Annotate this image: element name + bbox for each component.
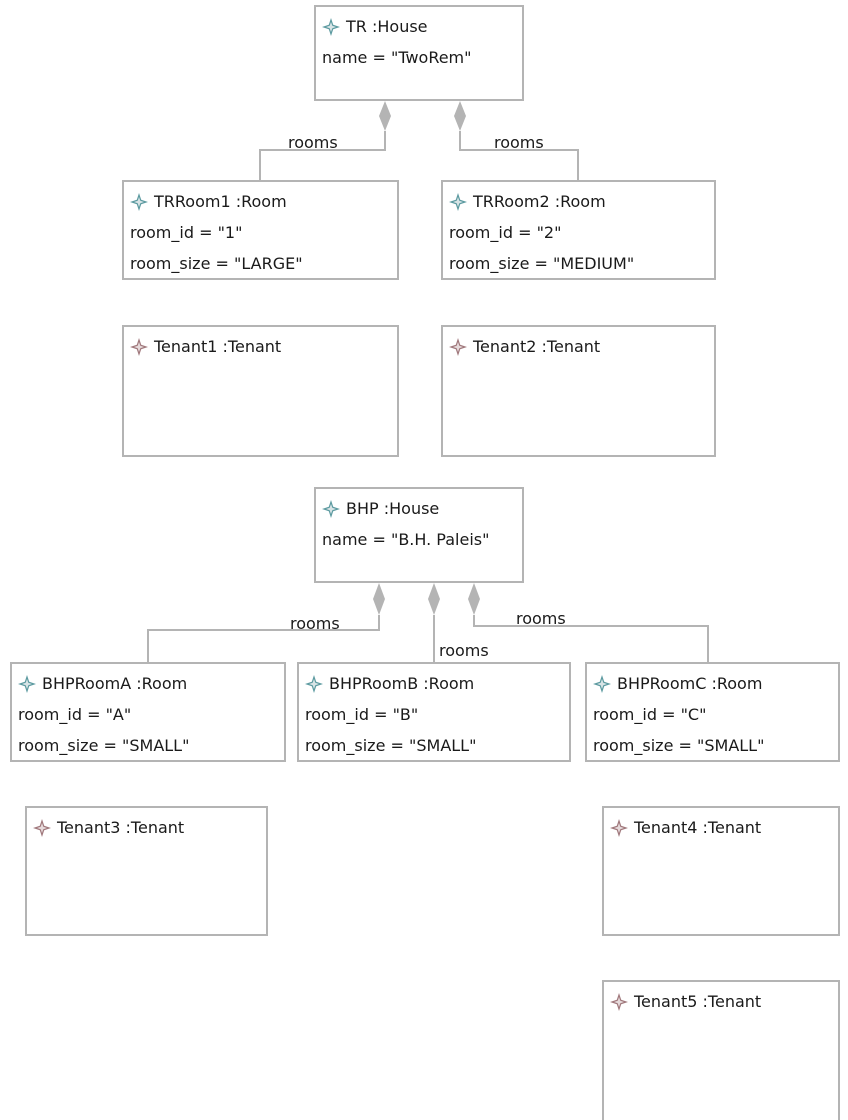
object-icon <box>610 992 628 1011</box>
object-box-trroom2[interactable]: TRRoom2 :Room room_id = "2" room_size = … <box>441 180 716 280</box>
object-box-tenant2[interactable]: Tenant2 :Tenant <box>441 325 716 457</box>
attribute-room-id: room_id = "B" <box>305 705 419 724</box>
object-box-bhproomC[interactable]: BHPRoomC :Room room_id = "C" room_size =… <box>585 662 840 762</box>
object-icon <box>18 674 36 693</box>
object-box-trroom1[interactable]: TRRoom1 :Room room_id = "1" room_size = … <box>122 180 399 280</box>
attribute-room-size: room_size = "MEDIUM" <box>449 254 635 273</box>
object-box-bhproomB[interactable]: BHPRoomB :Room room_id = "B" room_size =… <box>297 662 571 762</box>
composition-line-bhp-roomC <box>473 615 709 662</box>
object-title: TRRoom2 :Room <box>473 192 606 211</box>
attribute-room-id: room_id = "C" <box>593 705 707 724</box>
association-label-tr-room2: rooms <box>494 133 544 152</box>
object-title: BHPRoomA :Room <box>42 674 188 693</box>
object-icon <box>130 192 148 211</box>
attribute-room-size: room_size = "SMALL" <box>305 736 477 755</box>
object-title: BHPRoomC :Room <box>617 674 763 693</box>
object-icon <box>593 674 611 693</box>
object-box-tenant1[interactable]: Tenant1 :Tenant <box>122 325 399 457</box>
object-title: BHPRoomB :Room <box>329 674 475 693</box>
object-title: BHP :House <box>346 499 440 518</box>
association-label-bhp-roomA: rooms <box>290 614 340 633</box>
composition-diamond-tr-room2 <box>454 101 466 131</box>
attribute-room-id: room_id = "2" <box>449 223 562 242</box>
object-title: Tenant4 :Tenant <box>634 818 762 837</box>
attribute-room-size: room_size = "SMALL" <box>593 736 765 755</box>
association-label-tr-room1: rooms <box>288 133 338 152</box>
object-icon <box>449 192 467 211</box>
object-box-tenant5[interactable]: Tenant5 :Tenant <box>602 980 840 1120</box>
composition-line-tr-room1 <box>259 131 386 180</box>
object-title: Tenant3 :Tenant <box>57 818 185 837</box>
object-box-bhp[interactable]: BHP :House name = "B.H. Paleis" <box>314 487 524 583</box>
attribute-room-size: room_size = "SMALL" <box>18 736 190 755</box>
attribute-name: name = "TwoRem" <box>322 48 472 67</box>
object-icon <box>610 818 628 837</box>
composition-diamond-tr-room1 <box>379 101 391 131</box>
object-title: Tenant2 :Tenant <box>473 337 601 356</box>
composition-line-bhp-roomA <box>147 615 380 662</box>
attribute-room-id: room_id = "A" <box>18 705 132 724</box>
composition-diamond-bhp-roomC <box>468 583 480 615</box>
object-icon <box>322 499 340 518</box>
attribute-name: name = "B.H. Paleis" <box>322 530 490 549</box>
object-title: Tenant5 :Tenant <box>634 992 762 1011</box>
composition-diamond-bhp-roomB <box>428 583 440 615</box>
composition-diamond-bhp-roomA <box>373 583 385 615</box>
object-box-tenant4[interactable]: Tenant4 :Tenant <box>602 806 840 936</box>
object-icon <box>322 17 340 36</box>
object-icon <box>33 818 51 837</box>
object-box-tr[interactable]: TR :House name = "TwoRem" <box>314 5 524 101</box>
association-label-bhp-roomC: rooms <box>516 609 566 628</box>
object-title: Tenant1 :Tenant <box>154 337 282 356</box>
association-label-bhp-roomB: rooms <box>439 641 489 660</box>
attribute-room-id: room_id = "1" <box>130 223 243 242</box>
object-title: TRRoom1 :Room <box>154 192 287 211</box>
object-box-tenant3[interactable]: Tenant3 :Tenant <box>25 806 268 936</box>
object-title: TR :House <box>346 17 428 36</box>
composition-line-tr-room2 <box>459 131 579 180</box>
object-icon <box>305 674 323 693</box>
object-box-bhproomA[interactable]: BHPRoomA :Room room_id = "A" room_size =… <box>10 662 286 762</box>
object-icon <box>130 337 148 356</box>
object-icon <box>449 337 467 356</box>
attribute-room-size: room_size = "LARGE" <box>130 254 303 273</box>
